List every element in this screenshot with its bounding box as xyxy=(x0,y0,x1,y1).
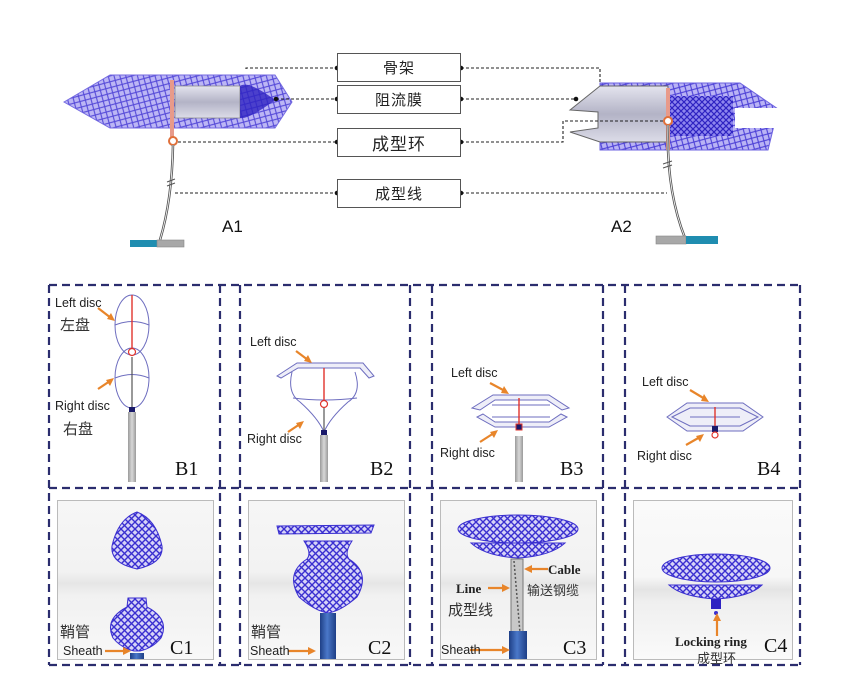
a2-membrane xyxy=(568,85,669,143)
device-a1 xyxy=(62,74,293,248)
panel-tag-b4: B4 xyxy=(757,458,781,480)
a1-locking-ring xyxy=(168,136,178,146)
panel-tag-b1: B1 xyxy=(175,458,199,480)
c1-photo-art xyxy=(110,511,164,659)
c3-line-label: Line xyxy=(456,581,482,596)
c3-photo-art xyxy=(457,514,579,659)
c4-photo-art xyxy=(661,553,771,615)
a1-forming-line xyxy=(158,144,175,241)
b4-left-disc-label: Left disc xyxy=(642,375,689,389)
b4-right-disc-label: Right disc xyxy=(637,449,692,463)
panel-tag-b3: B3 xyxy=(560,458,584,480)
label-locking-ring: 成型环 xyxy=(337,128,461,157)
photo-c2 xyxy=(248,500,405,660)
panel-tag-c3: C3 xyxy=(563,637,587,659)
panel-tag-a1: A1 xyxy=(222,217,243,236)
photo-c4 xyxy=(633,500,793,660)
c4-locking-ring-cn: 成型环 xyxy=(697,652,737,667)
b1-schematic xyxy=(114,294,150,482)
b1-left-disc-cn: 左盘 xyxy=(60,316,91,334)
a2-handle-gray xyxy=(655,235,687,245)
a2-handle-blue xyxy=(686,236,718,244)
photo-c1 xyxy=(57,500,214,660)
c2-sheath-label: Sheath xyxy=(250,644,290,658)
c3-sheath-label: Sheath xyxy=(441,643,481,657)
c1-sheath-cn: 鞘管 xyxy=(60,623,91,641)
b2-left-disc-label: Left disc xyxy=(250,335,297,349)
panel-tag-c1: C1 xyxy=(170,637,194,659)
panel-tag-c2: C2 xyxy=(368,637,392,659)
b1-left-disc-label: Left disc xyxy=(55,296,102,310)
a2-locking-ring xyxy=(663,116,673,126)
c1-sheath-label: Sheath xyxy=(63,644,103,658)
b3-right-disc-label: Right disc xyxy=(440,446,495,460)
panel-grid xyxy=(47,283,802,667)
b1-right-disc-label: Right disc xyxy=(55,399,110,413)
b2-schematic xyxy=(275,362,375,482)
c2-sheath-cn: 鞘管 xyxy=(251,623,282,641)
a1-handle-gray xyxy=(156,239,185,248)
c3-cable-label: Cable xyxy=(548,562,581,577)
label-frame: 骨架 xyxy=(337,53,461,82)
b4-schematic xyxy=(666,402,764,439)
c4-locking-ring-label: Locking ring xyxy=(675,634,747,649)
device-a2 xyxy=(568,82,780,245)
c2-photo-art xyxy=(276,524,375,659)
photo-c3 xyxy=(440,500,597,660)
panel-tag-b2: B2 xyxy=(370,458,394,480)
orange-arrows xyxy=(97,307,709,446)
panel-tag-a2: A2 xyxy=(611,217,632,236)
b2-right-disc-label: Right disc xyxy=(247,432,302,446)
a1-membrane xyxy=(174,85,241,119)
label-forming-line: 成型线 xyxy=(337,179,461,208)
c3-cable-cn: 输送钢缆 xyxy=(527,584,580,599)
a1-handle-blue xyxy=(130,240,157,247)
b1-right-disc-cn: 右盘 xyxy=(63,420,94,438)
c3-line-cn: 成型线 xyxy=(448,601,494,619)
leader-lines xyxy=(175,67,667,194)
panel-tag-c4: C4 xyxy=(764,635,788,657)
b3-left-disc-label: Left disc xyxy=(451,366,498,380)
b3-schematic xyxy=(470,394,571,482)
label-membrane: 阻流膜 xyxy=(337,85,461,114)
